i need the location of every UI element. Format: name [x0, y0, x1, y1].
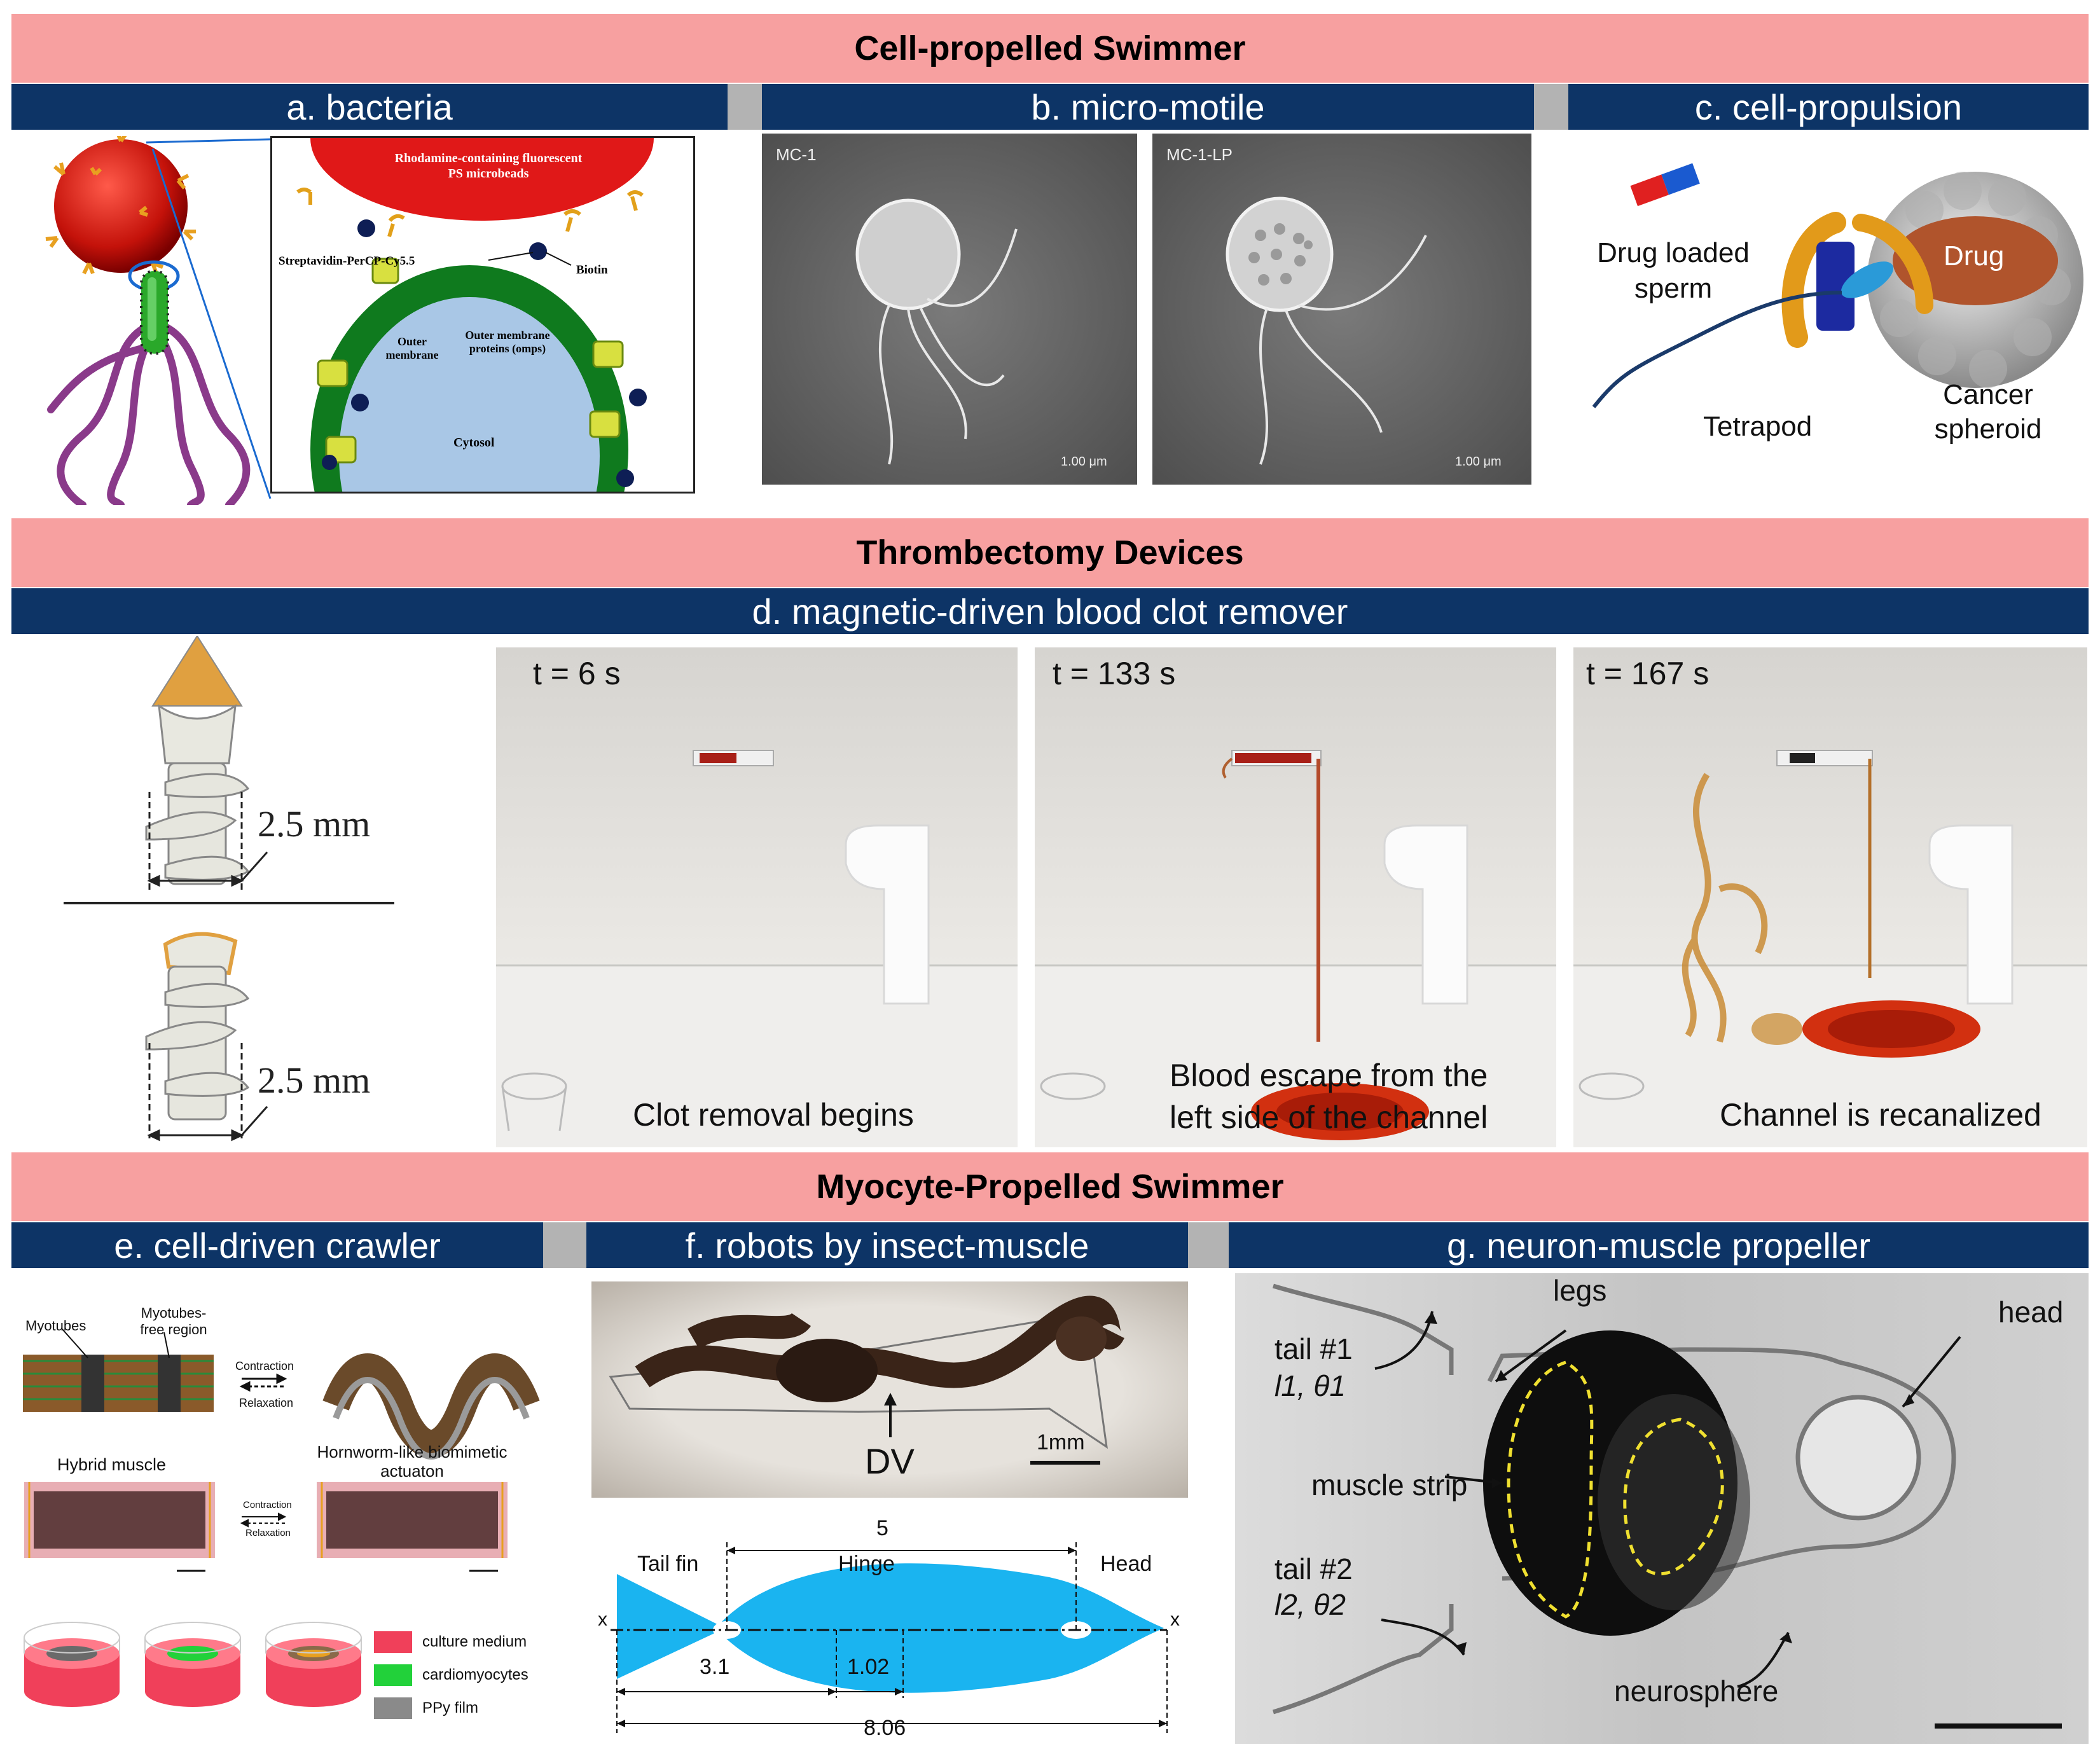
panel-a-bacterium-illustration: [25, 130, 267, 509]
label-neurosphere: neurosphere: [1614, 1675, 1779, 1708]
dim-label-top: 2.5 mm: [258, 803, 371, 845]
dim-label-bottom: 2.5 mm: [258, 1060, 371, 1101]
section-header-myocyte: Myocyte-Propelled Swimmer: [11, 1152, 2089, 1221]
scale-label-left: 1.00 μm: [1061, 455, 1107, 469]
panel-g-micrograph: tail #1 l1, θ1 legs head muscle strip ta…: [1235, 1273, 2089, 1744]
label-head: Head: [1100, 1552, 1152, 1576]
frame-2-time: t = 133 s: [1053, 656, 1176, 691]
panel-g-title: g. neuron-muscle propeller: [1229, 1222, 2089, 1268]
label-relaxation-2: Relaxation: [245, 1528, 291, 1538]
label-tail1-params: l1, θ1: [1275, 1369, 1346, 1402]
legend-item: cardiomyocytes: [374, 1659, 539, 1692]
label-contraction-2: Contraction: [243, 1500, 292, 1510]
label-hybrid-muscle: Hybrid muscle: [57, 1455, 167, 1474]
label-hinge: Hinge: [838, 1552, 895, 1576]
panel-b-sem-right: MC-1-LP 1.00 μm: [1152, 134, 1531, 485]
panel-f-fish-diagram: Tail fin Hinge Head x x 5 3.1 1.02 8.06: [591, 1514, 1188, 1743]
panel-a-title: a. bacteria: [11, 84, 728, 130]
section-header-cell-swimmer: Cell-propelled Swimmer: [11, 14, 2089, 83]
panel-b-title: b. micro-motile: [762, 84, 1534, 130]
label-cytosol: Cytosol: [453, 436, 495, 450]
label-mc1: MC-1: [776, 145, 817, 164]
label-tail2: tail #2: [1275, 1552, 1353, 1585]
legend-swatch: [374, 1664, 412, 1686]
panel-a-membrane-diagram: Rhodamine-containing fluorescent PS micr…: [270, 136, 695, 494]
label-x-left: x: [598, 1609, 607, 1630]
label-x-right: x: [1170, 1609, 1180, 1630]
label-drug: Drug: [1944, 240, 2005, 272]
legend-label: cardiomyocytes: [422, 1666, 528, 1683]
frame-2-caption: Blood escape from the left side of the c…: [1170, 1058, 1488, 1135]
label-contraction: Contraction: [235, 1360, 294, 1372]
dim-left: 3.1: [700, 1655, 730, 1679]
label-omps: Outer membrane proteins (omps): [465, 329, 550, 355]
panel-d-title: d. magnetic-driven blood clot remover: [11, 588, 2089, 634]
panel-d-frame-3: t = 167 s Channel is recanalized: [1573, 647, 2087, 1147]
legend-swatch: [374, 1697, 412, 1719]
frame-1-caption: Clot removal begins: [633, 1097, 914, 1133]
label-tail-fin: Tail fin: [637, 1552, 699, 1576]
separator: [543, 1222, 586, 1268]
label-tail2-params: l2, θ2: [1275, 1588, 1346, 1621]
label-outer-membrane: Outer membrane: [385, 335, 439, 361]
legend-label: culture medium: [422, 1633, 527, 1650]
label-spheroid: Cancer spheroid: [1934, 379, 2042, 445]
scale-label-1mm: 1mm: [1037, 1430, 1085, 1454]
dim-hinge: 1.02: [847, 1655, 890, 1679]
panel-e-illustration: Myotubes Myotubes-free region Contractio…: [11, 1272, 543, 1743]
label-sperm: Drug loaded sperm: [1597, 237, 1750, 304]
label-relaxation: Relaxation: [239, 1397, 294, 1409]
label-hornworm: Hornworm-like biomimetic actuaton: [317, 1442, 508, 1481]
label-tail1: tail #1: [1275, 1332, 1353, 1365]
panel-d-frame-1: t = 6 s Clot removal begins: [496, 647, 1018, 1147]
zoom-lines: [146, 138, 272, 499]
panel-f-title: f. robots by insect-muscle: [586, 1222, 1188, 1268]
panel-c-title: c. cell-propulsion: [1568, 84, 2089, 130]
label-myotubes-free: Myotubes-free region: [140, 1305, 207, 1337]
label-legs: legs: [1553, 1274, 1607, 1307]
section-header-thrombectomy: Thrombectomy Devices: [11, 518, 2089, 587]
dim-total: 8.06: [864, 1716, 906, 1740]
frame-3-caption: Channel is recanalized: [1720, 1097, 2041, 1133]
dim-top: 5: [876, 1516, 888, 1540]
label-myotubes: Myotubes: [25, 1318, 86, 1334]
scale-label-right: 1.00 μm: [1455, 455, 1502, 469]
legend-item: PPy film: [374, 1692, 539, 1725]
panel-d-device-drawing: 2.5 mm 2.5 mm: [38, 636, 420, 1145]
panel-e-title: e. cell-driven crawler: [11, 1222, 543, 1268]
label-dv: DV: [865, 1441, 915, 1481]
panel-f-photo: DV 1mm: [591, 1281, 1188, 1498]
label-head-g: head: [1998, 1295, 2064, 1329]
legend-label: PPy film: [422, 1699, 479, 1716]
legend-swatch: [374, 1631, 412, 1653]
label-streptavidin: Streptavidin-PerCP-Cy5.5: [279, 254, 415, 268]
frame-3-time: t = 167 s: [1586, 656, 1710, 691]
panel-b-sem-left: MC-1 1.00 μm: [762, 134, 1137, 485]
legend-item: culture medium: [374, 1626, 539, 1659]
separator: [728, 84, 762, 130]
label-tetrapod: Tetrapod: [1703, 411, 1813, 442]
label-muscle-strip: muscle strip: [1311, 1468, 1468, 1502]
label-biotin: Biotin: [576, 263, 608, 277]
panel-c-illustration: Drug loaded sperm Drug Tetrapod Cancer s…: [1568, 134, 2089, 502]
panel-d-frame-2: t = 133 s Blood escape from the left sid…: [1035, 647, 1556, 1147]
legend: culture medium cardiomyocytes PPy film: [374, 1626, 539, 1727]
label-microbead: Rhodamine-containing fluorescent PS micr…: [394, 151, 583, 181]
separator: [1188, 1222, 1229, 1268]
separator: [1534, 84, 1568, 130]
label-mc1-lp: MC-1-LP: [1166, 145, 1233, 164]
frame-1-time: t = 6 s: [533, 656, 621, 691]
